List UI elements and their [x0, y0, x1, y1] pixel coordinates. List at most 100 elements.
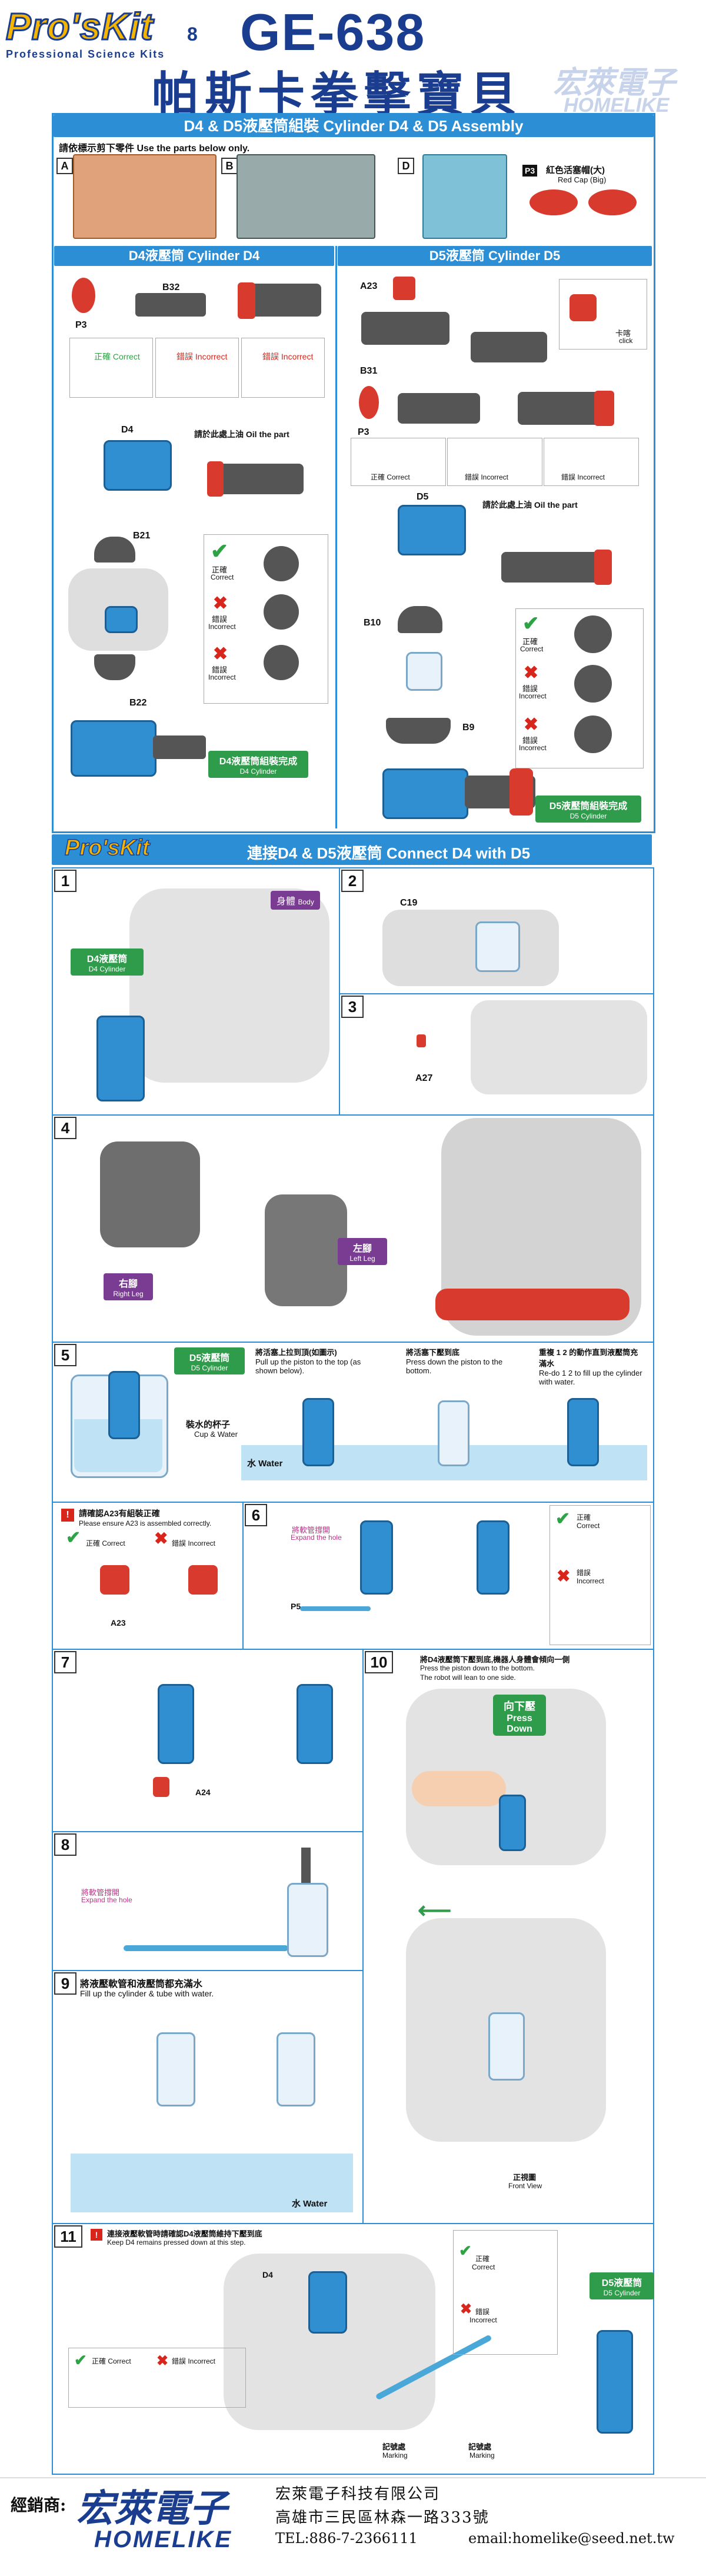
- d5-incorrect-label-1: 錯誤 Incorrect: [465, 473, 509, 481]
- step-2-label-c19: C19: [400, 898, 418, 908]
- step-4-right-label-en: Right Leg: [113, 1290, 144, 1298]
- d4-cross-icon-1: ✖: [213, 594, 228, 613]
- step-11-d5-tag: D5液壓筒 D5 Cylinder: [590, 2272, 654, 2299]
- d5-check-icon: ✔: [522, 613, 540, 635]
- d4-incorrect-box-2: [241, 338, 325, 398]
- step-11-number: 11: [54, 2225, 82, 2248]
- step-4-number: 4: [54, 1117, 76, 1139]
- step-11-d5-label-en: D5 Cylinder: [603, 2289, 641, 2297]
- step-2-number: 2: [341, 870, 364, 892]
- a23-check-icon: ✔: [66, 1528, 81, 1547]
- step-8-number: 8: [54, 1833, 76, 1856]
- d5-clamp-ring-wrong-2: [574, 715, 612, 753]
- step-5-cyl-b: [438, 1400, 469, 1466]
- a23-note-text: 請確認A23有組裝正確: [79, 1509, 160, 1518]
- d4-clamp-ring-wrong-2: [264, 645, 299, 680]
- step-3-number: 3: [341, 996, 364, 1018]
- a23-part-label: A23: [111, 1618, 126, 1628]
- d5-click-label-en: click: [619, 337, 633, 345]
- step-8-expand-label: 將軟管撐開: [81, 1888, 120, 1897]
- step-7-number: 7: [54, 1651, 76, 1673]
- d4-incorrect-box-1: [155, 338, 239, 398]
- step-1-number: 1: [54, 870, 76, 892]
- step-1-d4-cylinder: [96, 1016, 145, 1101]
- step-8-rod: [301, 1848, 311, 1883]
- step-9-text-en: Fill up the cylinder & tube with water.: [80, 1989, 214, 1998]
- d4-oil-note: 請於此處上油 Oil the part: [194, 430, 289, 439]
- step-11-check-icon: ✔: [459, 2242, 472, 2259]
- d4-cap-assembled: [238, 282, 255, 319]
- step-7-cyl-b: [297, 1684, 333, 1764]
- step-6-incorrect-label-en: Incorrect: [577, 1577, 604, 1585]
- step-11-incorrect-label: 錯誤: [475, 2308, 490, 2316]
- a23-incorrect-label: 錯誤 Incorrect: [172, 1539, 216, 1547]
- d5-correct-label: 正確 Correct: [371, 473, 410, 481]
- d4-correct-label: 正確 Correct: [94, 352, 140, 361]
- step-11-d5-cylinder: [597, 2330, 633, 2434]
- step-5-sub1: 將活塞上拉到頂(如圖示) Pull up the piston to the t…: [255, 1346, 373, 1375]
- d5-clamp-incorrect-en-2: Incorrect: [519, 744, 547, 752]
- d4-label-b21: B21: [133, 531, 151, 541]
- d4-clamp-incorrect-en-1: Incorrect: [208, 623, 236, 631]
- a23-correct-label: 正確 Correct: [86, 1539, 125, 1547]
- d5-clamp-bottom: [386, 718, 451, 744]
- step-11-incorrect-label-en: Incorrect: [469, 2316, 497, 2324]
- step-6-number: 6: [245, 1504, 267, 1526]
- section-title-bar: D4 & D5液壓筒組裝 Cylinder D4 & D5 Assembly: [54, 115, 654, 137]
- step-11-marking-a-en: Marking: [382, 2451, 408, 2459]
- step-5-d5-label: D5液壓筒: [189, 1353, 230, 1363]
- step-4-robot-feet: [435, 1289, 630, 1320]
- d5-label-b10: B10: [364, 618, 381, 628]
- step-11-check-box: [453, 2230, 558, 2355]
- step-6-panel: [242, 1502, 654, 1651]
- d5-column-title: D5液壓筒 Cylinder D5: [338, 246, 652, 266]
- step-9-text: 將液壓軟管和液壓筒都充滿水: [80, 1979, 203, 1989]
- d5-finished-cap: [509, 768, 533, 816]
- step-10-text-en-2: The robot will lean to one side.: [420, 1673, 516, 1682]
- step-11-correct-label: 正確: [475, 2255, 490, 2263]
- d4-check-icon: ✔: [211, 539, 229, 563]
- step-4-right-leg: [100, 1141, 200, 1247]
- d5-piston-d-cap: [594, 391, 614, 426]
- step-9-water: [71, 2154, 353, 2212]
- sprue-label-d: D: [398, 158, 414, 174]
- sprue-d-image: [422, 154, 507, 239]
- d4-correct-box: [69, 338, 153, 398]
- d5-piston-a: [361, 312, 449, 345]
- d5-clamp-incorrect-en-1: Incorrect: [519, 692, 547, 700]
- d5-clamp-ring-wrong-1: [574, 665, 612, 703]
- step-6-expand-label-en: Expand the hole: [291, 1533, 342, 1542]
- d5-incorrect-box-1: [447, 438, 542, 486]
- d4-done-label: D4液壓筒組裝完成: [219, 757, 298, 767]
- step-5-sub3-text-en: Re-do 1 2 to fill up the cylinder with w…: [539, 1369, 642, 1386]
- d5-finished-cylinder: [382, 768, 468, 819]
- red-cap-image-2: [588, 189, 637, 215]
- d5-oil-note: 請於此處上油 Oil the part: [482, 500, 578, 510]
- d5-label-p3: P3: [358, 427, 369, 437]
- d5-cylinder-body: [398, 505, 466, 555]
- step-1-d4-label: D4液壓筒: [86, 954, 128, 964]
- step-5-sub1-text: 將活塞上拉到頂(如圖示): [255, 1348, 337, 1357]
- step-11-cross-icon: ✖: [460, 2301, 472, 2317]
- step-5-sub2: 將活塞下壓到底 Press down the piston to the bot…: [406, 1346, 512, 1375]
- step-6-correct-label: 正確: [577, 1513, 591, 1522]
- step-5-water-label: 水 Water: [247, 1459, 283, 1469]
- footer-dealer-label: 經銷商:: [11, 2495, 66, 2515]
- a23-warning-icon: !: [61, 1509, 74, 1522]
- d4-clamp-check-box: [204, 534, 328, 704]
- step-10-press-tag: 向下壓 Press Down: [493, 1695, 546, 1736]
- sprue-a-image: [73, 154, 217, 239]
- d5-clamp-incorrect-2: 錯誤: [522, 736, 538, 745]
- d4-red-cap: [72, 278, 95, 313]
- step-11-marking-a: 記號處: [382, 2442, 406, 2451]
- part-p3-label: P3: [522, 165, 538, 177]
- step-11-warning-icon: !: [91, 2229, 102, 2241]
- footer-address: 高雄市三民區林森一路333號: [275, 2509, 489, 2527]
- d4-label-d4: D4: [121, 425, 134, 435]
- page-title: 帕斯卡拳擊寶貝: [152, 66, 522, 122]
- step-11-d4-cylinder: [308, 2271, 347, 2334]
- d5-a23-part: [393, 277, 415, 300]
- step-5-number: 5: [54, 1344, 76, 1366]
- step-10-d4-cylinder: [499, 1795, 526, 1851]
- step-4-right-label: 右腳: [118, 1279, 138, 1289]
